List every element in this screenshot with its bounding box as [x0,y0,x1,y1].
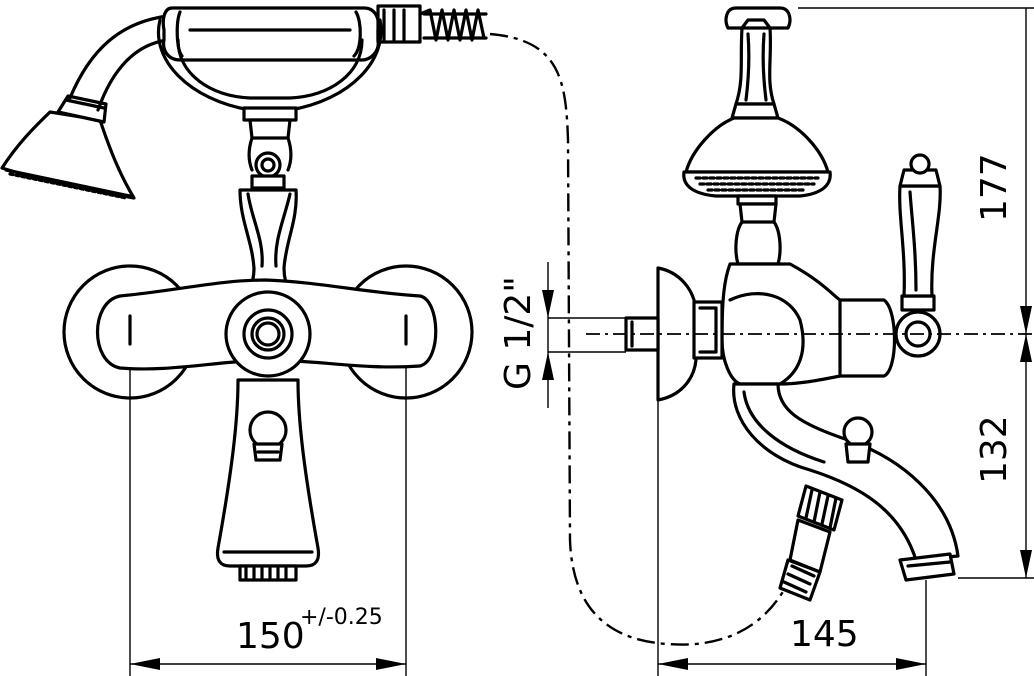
side-stem [734,202,782,266]
cradle-stem [242,106,298,190]
dimension-thread: G 1/2" [498,262,626,408]
dimension-width-front: 150 +/-0.25 [129,368,407,676]
front-view [0,4,488,582]
dimension-height: 177 132 [798,7,1034,579]
width-tolerance: +/-0.25 [300,605,383,630]
side-spout [732,382,960,562]
height-upper-label: 177 [974,153,1015,222]
shower-cradle [156,4,488,112]
front-spout [215,378,321,568]
side-top-holder [724,6,792,120]
dimension-depth-side: 145 [657,400,927,676]
side-shower-head [682,116,832,206]
width-label: 150 [236,616,305,657]
central-connector [224,290,312,378]
side-hose-connector [778,484,844,602]
hand-shower-head [0,94,136,200]
diverter-knob [248,410,288,462]
height-lower-label: 132 [974,415,1015,484]
thread-label: G 1/2" [498,276,539,390]
hand-shower-neck [68,14,170,100]
side-spout-knob [842,416,874,464]
side-lever-handle [894,153,942,358]
depth-label: 145 [790,614,859,655]
hose-path [489,32,786,646]
side-view [624,6,960,602]
side-mixer-body [720,262,897,386]
